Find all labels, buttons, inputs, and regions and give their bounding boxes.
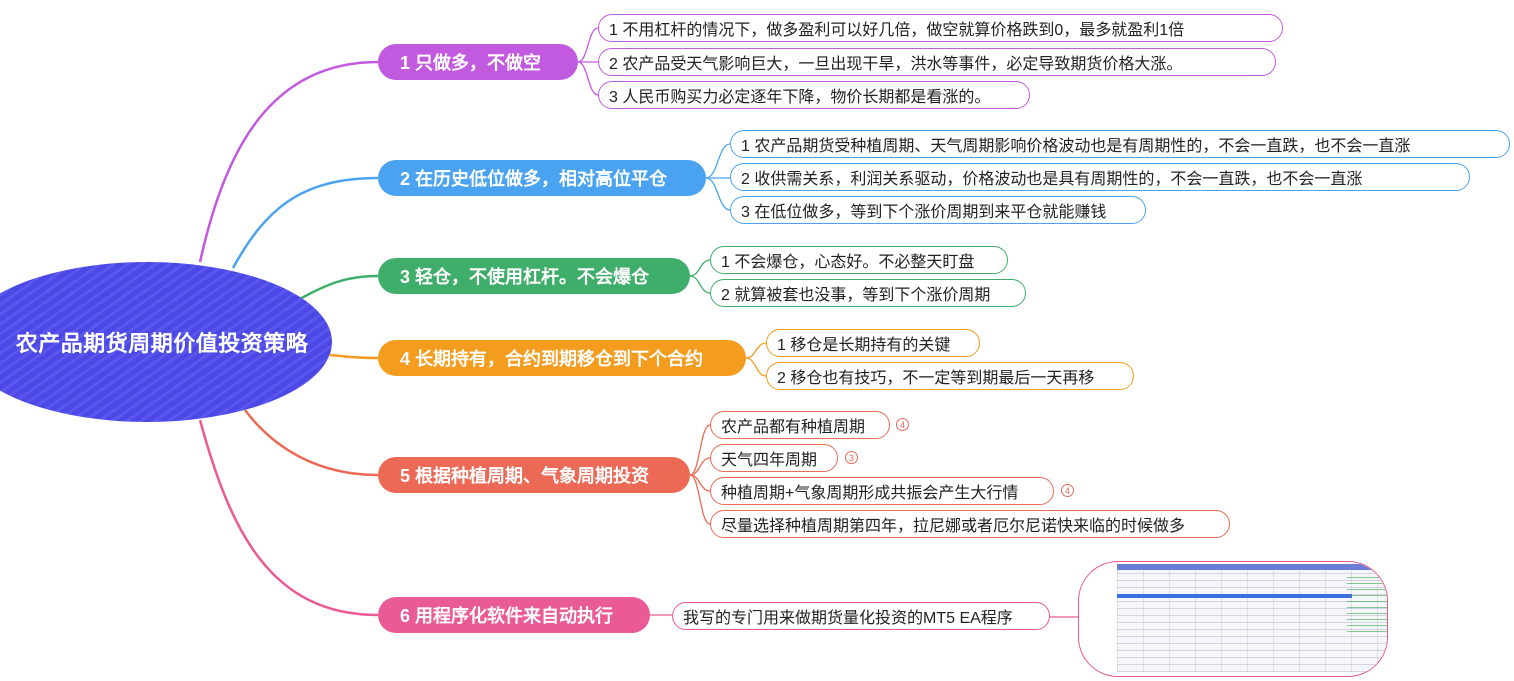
software-screenshot-thumbnail — [1117, 564, 1387, 672]
branch-5-item-2[interactable]: 天气四年周期 — [710, 444, 838, 472]
branch-6-item-1[interactable]: 我写的专门用来做期货量化投资的MT5 EA程序 — [672, 602, 1050, 630]
connector-b1-c3 — [577, 61, 599, 96]
branch-1-item-2[interactable]: 2 农产品受天气影响巨大，一旦出现干旱，洪水等事件，必定导致期货价格大涨。 — [598, 48, 1276, 76]
screenshot-side-panel — [1347, 572, 1387, 632]
branch-1[interactable]: 1 只做多，不做空 — [378, 44, 578, 80]
root-topic[interactable]: 农产品期货周期价值投资策略 — [0, 262, 332, 422]
branch-4[interactable]: 4 长期持有，合约到期移仓到下个合约 — [378, 340, 746, 376]
connector-b3-c1 — [689, 259, 711, 277]
branch-3-label: 3 轻仓，不使用杠杆。不会爆仓 — [400, 267, 650, 287]
branch-1-item-1[interactable]: 1 不用杠杆的情况下，做多盈利可以好几倍，做空就算价格跌到0，最多就盈利1倍 — [598, 14, 1283, 42]
branch-3-item-2[interactable]: 2 就算被套也没事，等到下个涨价周期 — [710, 279, 1026, 307]
branch-2-item-1-text: 1 农产品期货受种植周期、天气周期影响价格波动也是有周期性的，不会一直跌，也不会… — [741, 138, 1411, 155]
connector-root-branch5 — [244, 409, 379, 477]
branch-4-item-1[interactable]: 1 移仓是长期持有的关键 — [766, 329, 980, 357]
branch-5-item-2-marker: 3 — [845, 451, 858, 464]
branch-1-item-2-text: 2 农产品受天气影响巨大，一旦出现干旱，洪水等事件，必定导致期货价格大涨。 — [609, 56, 1183, 73]
connector-b5-c4 — [689, 474, 711, 525]
connector-b5-c1 — [689, 424, 711, 476]
connector-root-branch6 — [198, 419, 379, 617]
branch-4-item-1-text: 1 移仓是长期持有的关键 — [777, 337, 951, 354]
screenshot-titlebar — [1117, 564, 1387, 570]
branch-5[interactable]: 5 根据种植周期、气象周期投资 — [378, 457, 690, 493]
connector-b2-c1 — [705, 143, 731, 179]
branch-6-label: 6 用程序化软件来自动执行 — [400, 606, 614, 626]
branch-5-item-3[interactable]: 种植周期+气象周期形成共振会产生大行情 — [710, 477, 1054, 505]
screenshot-selected-row — [1117, 594, 1352, 598]
branch-4-item-2[interactable]: 2 移仓也有技巧，不一定等到期最后一天再移 — [766, 362, 1134, 390]
connector-root-branch1 — [198, 60, 379, 263]
branch-5-item-3-text: 种植周期+气象周期形成共振会产生大行情 — [721, 485, 1019, 502]
connector-b3-c2 — [689, 275, 711, 294]
connector-root-branch2 — [231, 176, 379, 269]
branch-5-item-4-text: 尽量选择种植周期第四年，拉尼娜或者厄尔尼诺快来临的时候做多 — [721, 518, 1186, 535]
branch-5-item-3-marker: 4 — [1061, 484, 1074, 497]
branch-2-item-3-text: 3 在低位做多，等到下个涨价周期到来平仓就能赚钱 — [741, 204, 1107, 221]
connector-b1-c1 — [577, 27, 599, 63]
connector-b4-c1 — [745, 342, 767, 359]
branch-3-item-1-text: 1 不会爆仓，心态好。不必整天盯盘 — [721, 254, 975, 271]
branch-2-item-1[interactable]: 1 农产品期货受种植周期、天气周期影响价格波动也是有周期性的，不会一直跌，也不会… — [730, 130, 1510, 158]
branch-5-item-4[interactable]: 尽量选择种植周期第四年，拉尼娜或者厄尔尼诺快来临的时候做多 — [710, 510, 1230, 538]
connector-b5-c2 — [689, 457, 711, 476]
connector-root-branch4 — [329, 353, 379, 360]
branch-5-item-1-text: 农产品都有种植周期 — [721, 419, 866, 436]
branch-2[interactable]: 2 在历史低位做多，相对高位平仓 — [378, 160, 706, 196]
connector-b4-c2 — [745, 357, 767, 377]
branch-5-item-1-marker: 4 — [896, 418, 909, 431]
branch-6-item-1-text: 我写的专门用来做期货量化投资的MT5 EA程序 — [683, 610, 1013, 627]
branch-4-label: 4 长期持有，合约到期移仓到下个合约 — [400, 349, 704, 369]
branch-2-item-2[interactable]: 2 收供需关系，利润关系驱动，价格波动也是具有周期性的，不会一直跌，也不会一直涨 — [730, 163, 1470, 191]
branch-2-label: 2 在历史低位做多，相对高位平仓 — [400, 169, 668, 189]
branch-1-item-3-text: 3 人民币购买力必定逐年下降，物价长期都是看涨的。 — [609, 89, 991, 106]
branch-4-item-2-text: 2 移仓也有技巧，不一定等到期最后一天再移 — [777, 370, 1095, 387]
branch-1-label: 1 只做多，不做空 — [400, 53, 542, 73]
root-topic-label: 农产品期货周期价值投资策略 — [15, 331, 309, 356]
connector-b2-c3 — [705, 177, 731, 211]
branch-3[interactable]: 3 轻仓，不使用杠杆。不会爆仓 — [378, 258, 690, 294]
branch-5-item-1[interactable]: 农产品都有种植周期 — [710, 411, 890, 439]
software-screenshot-image[interactable] — [1078, 561, 1388, 677]
branch-1-item-1-text: 1 不用杠杆的情况下，做多盈利可以好几倍，做空就算价格跌到0，最多就盈利1倍 — [609, 22, 1185, 39]
branch-2-item-3[interactable]: 3 在低位做多，等到下个涨价周期到来平仓就能赚钱 — [730, 196, 1146, 224]
branch-5-item-2-text: 天气四年周期 — [721, 452, 818, 469]
branch-1-item-3[interactable]: 3 人民币购买力必定逐年下降，物价长期都是看涨的。 — [598, 81, 1030, 109]
branch-3-item-2-text: 2 就算被套也没事，等到下个涨价周期 — [721, 287, 991, 304]
branch-3-item-1[interactable]: 1 不会爆仓，心态好。不必整天盯盘 — [710, 246, 1008, 274]
branch-6[interactable]: 6 用程序化软件来自动执行 — [378, 597, 650, 633]
branch-2-item-2-text: 2 收供需关系，利润关系驱动，价格波动也是具有周期性的，不会一直跌，也不会一直涨 — [741, 171, 1363, 188]
branch-5-label: 5 根据种植周期、气象周期投资 — [400, 466, 650, 486]
connector-root-branch3 — [297, 274, 379, 302]
